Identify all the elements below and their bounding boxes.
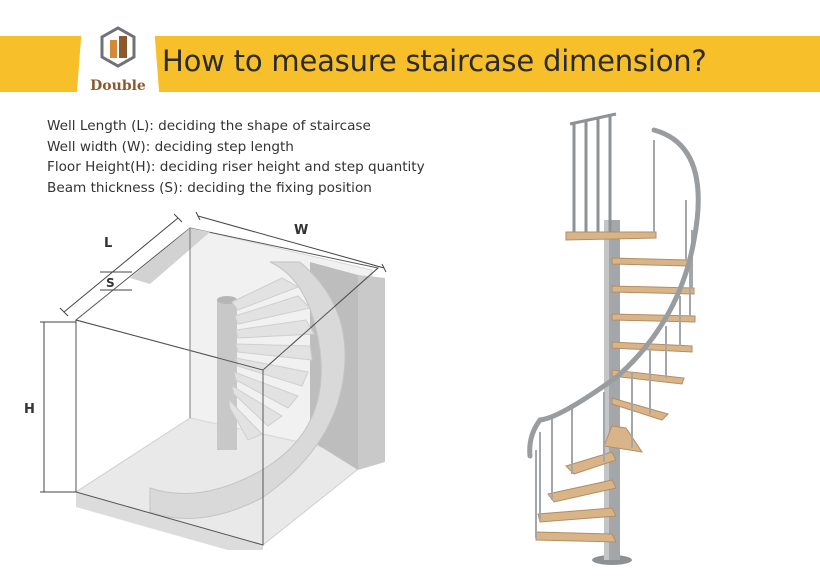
description-list: Well Length (L): deciding the shape of s…	[47, 116, 425, 198]
tread	[565, 231, 657, 241]
dimension-l-line	[63, 217, 179, 313]
label-s: S	[106, 276, 115, 290]
tread	[537, 507, 617, 523]
dimension-w-tick	[381, 263, 387, 273]
tread	[611, 285, 695, 295]
landing-railing	[569, 112, 617, 234]
label-l: L	[104, 236, 112, 251]
tread	[233, 371, 299, 409]
tread	[231, 384, 283, 427]
dimension-w-line	[197, 215, 385, 269]
description-well-length: Well Length (L): deciding the shape of s…	[47, 118, 371, 134]
spiral-staircase-illustration	[527, 112, 701, 565]
logo-bar-left	[110, 40, 117, 58]
page-title: How to measure staircase dimension?	[162, 44, 707, 78]
description-floor-height: Floor Height(H): deciding riser height a…	[47, 159, 425, 175]
tread	[611, 313, 696, 323]
dimension-l-tick	[173, 213, 183, 223]
tread	[611, 257, 689, 267]
box-edge	[262, 267, 379, 371]
tread	[535, 531, 617, 543]
stair-treads	[228, 277, 315, 441]
tread	[235, 343, 313, 361]
tread	[231, 277, 300, 311]
side-wall	[358, 275, 385, 470]
curved-stringer	[149, 261, 346, 519]
logo-bar-right	[119, 36, 127, 58]
label-h: H	[24, 402, 35, 417]
description-well-width: Well width (W): deciding step length	[47, 138, 294, 155]
column-highlight	[604, 220, 609, 560]
well-dimension-diagram: L W S H	[24, 211, 387, 550]
dimension-w-tick	[195, 211, 201, 221]
tread	[235, 319, 315, 339]
curved-handrail	[527, 127, 701, 459]
tread	[228, 398, 263, 441]
centre-column	[217, 300, 237, 450]
logo-badge	[76, 16, 160, 104]
landing-handrail	[569, 112, 617, 126]
logo-hexagon-icon	[100, 26, 136, 68]
dimension-l-tick	[59, 307, 69, 317]
floor-slab-edge	[76, 492, 263, 550]
tread	[611, 397, 669, 421]
tread	[234, 295, 311, 325]
logo-text: Double	[90, 78, 146, 94]
tread	[547, 479, 617, 503]
front-box-edges	[75, 319, 264, 546]
tread	[611, 369, 685, 385]
double-logo: Double	[76, 16, 160, 104]
label-w: W	[294, 223, 308, 238]
description-beam-thickness: Beam thickness (S): deciding the fixing …	[47, 179, 372, 196]
dimension-lines	[40, 211, 387, 493]
